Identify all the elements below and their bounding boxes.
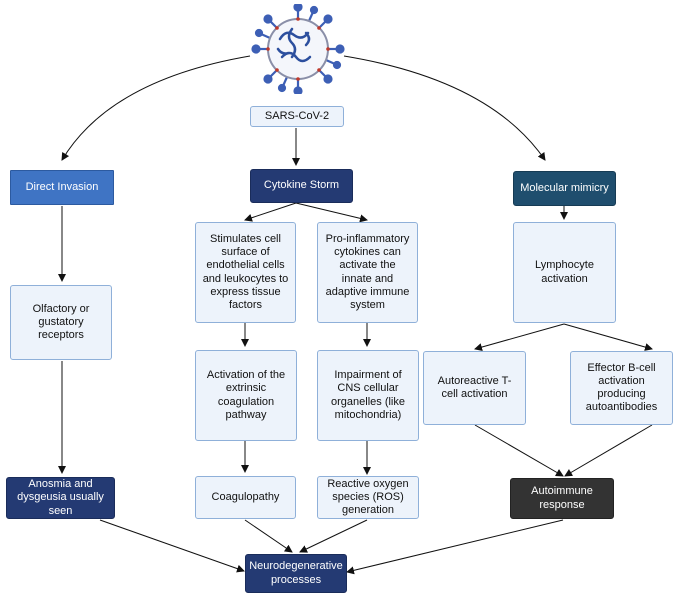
extrinsic-coagulation-box: Activation of the extrinsic coagulation …: [195, 350, 297, 441]
effector-b-cell-box: Effector B-cell activation producing aut…: [570, 351, 673, 425]
molecular-mimicry-header: Molecular mimicry: [513, 171, 616, 206]
arrow-storm-left: [244, 202, 297, 222]
arrow-autoimmune-bottom: [346, 519, 564, 575]
cns-organelles-box: Impairment of CNS cellular organelles (l…: [317, 350, 419, 441]
arrow-bcell-result: [564, 424, 653, 477]
anosmia-dysgeusia-box: Anosmia and dysgeusia usually seen: [6, 477, 115, 519]
arrow-virus-direct: [61, 55, 251, 161]
arrow-direct-bottom: [99, 519, 245, 573]
olfactory-gustatory-box: Olfactory or gustatory receptors: [10, 285, 112, 360]
autoreactive-t-cell-box: Autoreactive T-cell activation: [423, 351, 526, 425]
coagulopathy-box: Coagulopathy: [195, 476, 296, 519]
arrow-tcell-result: [474, 424, 564, 477]
direct-invasion-header: Direct Invasion: [10, 170, 114, 205]
arrow-lymph-right: [563, 323, 653, 351]
arrow-lymph-left: [474, 323, 565, 351]
arrow-virus-mimicry: [343, 55, 546, 161]
ros-generation-box: Reactive oxygen species (ROS) generation: [317, 476, 419, 519]
arrow-storm-right: [295, 202, 368, 223]
pro-inflammatory-box: Pro-inflammatory cytokines can activate …: [317, 222, 418, 323]
sars-cov-2-label: SARS-CoV-2: [250, 106, 344, 127]
cytokine-storm-header: Cytokine Storm: [250, 169, 353, 203]
arrow-coag-bottom: [244, 519, 293, 553]
autoimmune-response-box: Autoimmune response: [510, 478, 614, 519]
arrow-ros-bottom: [299, 519, 368, 553]
tissue-factor-box: Stimulates cell surface of endothelial c…: [195, 222, 296, 323]
coronavirus-icon: [251, 4, 345, 94]
lymphocyte-activation-box: Lymphocyte activation: [513, 222, 616, 323]
neurodegenerative-processes-box: Neurodegenerative processes: [245, 554, 347, 593]
